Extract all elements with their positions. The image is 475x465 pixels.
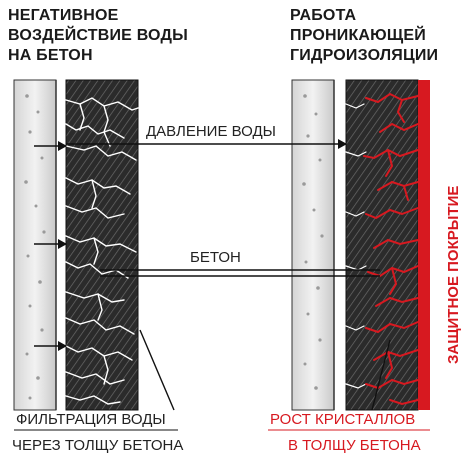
crystal-pointer — [371, 339, 391, 411]
crystal-growth — [363, 92, 419, 406]
left-water-arrows — [34, 141, 67, 351]
right-heading: РАБОТА ПРОНИКАЮЩЕЙ ГИДРОИЗОЛЯЦИИ — [290, 6, 438, 66]
left-water-bubbles — [24, 94, 46, 400]
left-panel — [13, 79, 139, 411]
protective-coating-layer — [418, 80, 430, 410]
right-water-bubbles — [302, 94, 324, 390]
left-heading: НЕГАТИВНОЕ ВОЗДЕЙСТВИЕ ВОДЫ НА БЕТОН — [8, 6, 188, 66]
concrete-label: БЕТОН — [190, 249, 241, 266]
left-heading-line-3: НА БЕТОН — [8, 47, 93, 64]
protective-coating-label: ЗАЩИТНОЕ ПОКРЫТИЕ — [445, 186, 462, 364]
connector-lines — [66, 139, 391, 411]
left-water-column — [13, 79, 57, 411]
right-panel — [291, 79, 430, 411]
filtration-label-line-1: ФИЛЬТРАЦИЯ ВОДЫ — [16, 411, 166, 428]
crystal-label-line-1: РОСТ КРИСТАЛЛОВ — [270, 411, 415, 428]
right-heading-line-2: ПРОНИКАЮЩЕЙ — [290, 27, 426, 44]
left-heading-line-2: ВОЗДЕЙСТВИЕ ВОДЫ — [8, 27, 188, 44]
left-heading-line-1: НЕГАТИВНОЕ — [8, 7, 119, 24]
right-heading-line-1: РАБОТА — [290, 7, 357, 24]
filtration-label-line-2: ЧЕРЕЗ ТОЛЩУ БЕТОНА — [12, 437, 183, 454]
left-water-cracks — [65, 97, 139, 405]
right-heading-line-3: ГИДРОИЗОЛЯЦИИ — [290, 47, 439, 64]
filtration-pointer — [139, 329, 175, 411]
right-water-column — [291, 79, 335, 411]
water-pressure-label: ДАВЛЕНИЕ ВОДЫ — [146, 123, 276, 140]
crystal-label-line-2: В ТОЛЩУ БЕТОНА — [288, 437, 421, 454]
right-residual-cracks — [345, 103, 367, 389]
